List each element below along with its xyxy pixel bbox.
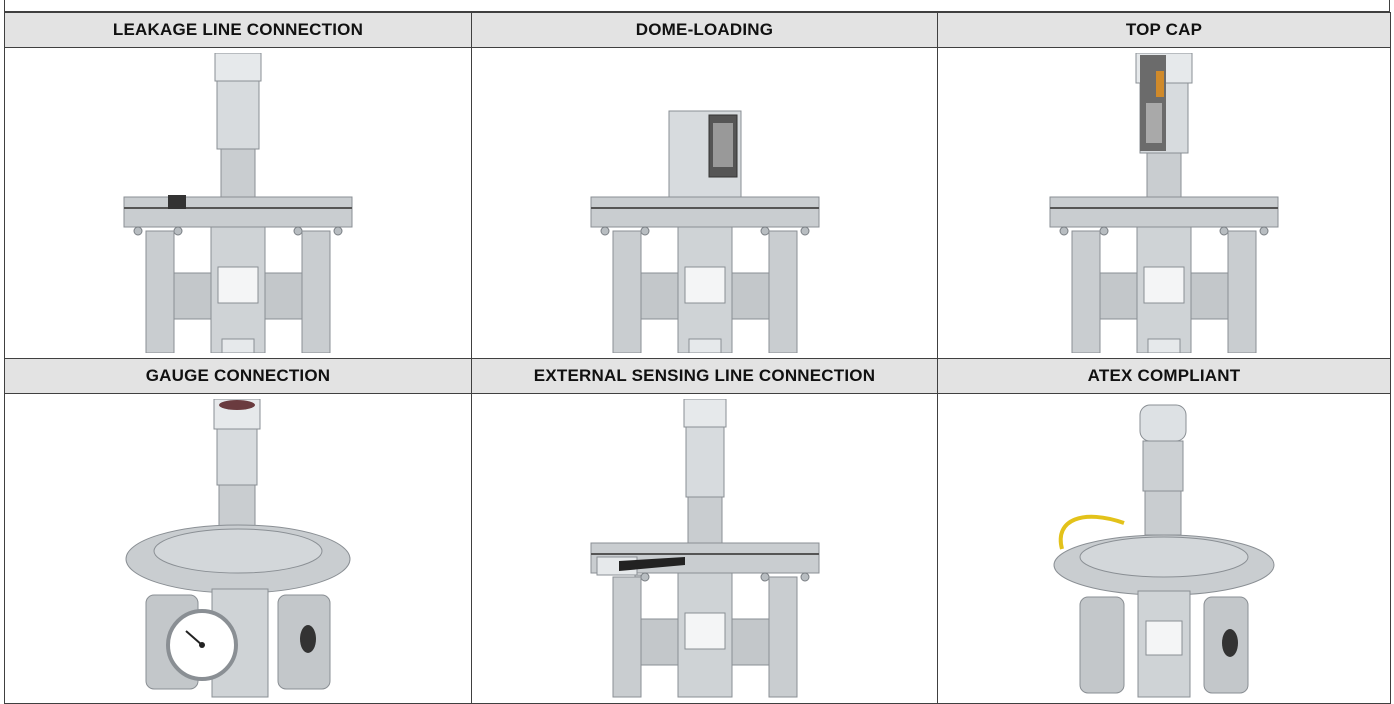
option-title: TOP CAP [937, 12, 1391, 48]
table-top-edge [4, 0, 1390, 12]
option-image-cell [937, 47, 1391, 359]
option-image-cell [471, 47, 938, 359]
regulator-gauge-connection-image [125, 398, 351, 697]
option-image-cell [471, 393, 938, 704]
header-row: GAUGE CONNECTION EXTERNAL SENSING LINE C… [4, 358, 1391, 394]
regulator-dome-loading-image [590, 110, 819, 353]
regulator-leakage-line-image [123, 53, 353, 353]
regulator-external-sensing-line-image [590, 398, 819, 697]
option-image-cell [4, 47, 472, 359]
option-title: DOME-LOADING [471, 12, 938, 48]
image-row [4, 393, 1391, 704]
option-image-cell [937, 393, 1391, 704]
option-title: ATEX COMPLIANT [937, 358, 1391, 394]
image-row [4, 47, 1391, 359]
options-table: LEAKAGE LINE CONNECTION DOME-LOADING TOP… [4, 12, 1391, 704]
regulator-top-cap-image [1049, 53, 1279, 353]
option-title: EXTERNAL SENSING LINE CONNECTION [471, 358, 938, 394]
header-row: LEAKAGE LINE CONNECTION DOME-LOADING TOP… [4, 12, 1391, 48]
option-image-cell [4, 393, 472, 704]
regulator-atex-compliant-image [1053, 404, 1275, 697]
option-title: GAUGE CONNECTION [4, 358, 472, 394]
option-title: LEAKAGE LINE CONNECTION [4, 12, 472, 48]
